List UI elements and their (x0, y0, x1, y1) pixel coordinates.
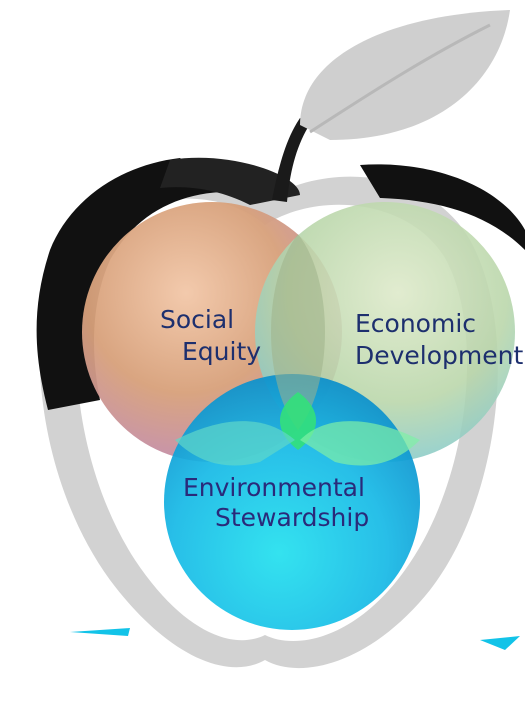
overlap-social-env (175, 421, 295, 466)
apple-shadow-shape (36, 158, 221, 410)
apple-stem (272, 118, 310, 202)
apple-leaf-vein (309, 23, 491, 134)
economic-development-label-line1: Economic (355, 309, 476, 338)
social-equity-label-line1: Social (160, 305, 234, 334)
overlap-social-economic (271, 234, 325, 430)
environmental-stewardship-label-line1: Environmental (183, 473, 365, 502)
environmental-stewardship-label-line2: Stewardship (215, 503, 369, 532)
apple-shadow-top (160, 157, 300, 205)
social-equity-label-line2: Equity (182, 337, 261, 366)
economic-development-label-line2: Development (355, 341, 523, 370)
overlap-econ-env (300, 421, 420, 466)
apple-shadow-right (360, 164, 525, 250)
bottom-accent-left (70, 628, 130, 636)
bottom-accent-right (480, 636, 520, 650)
